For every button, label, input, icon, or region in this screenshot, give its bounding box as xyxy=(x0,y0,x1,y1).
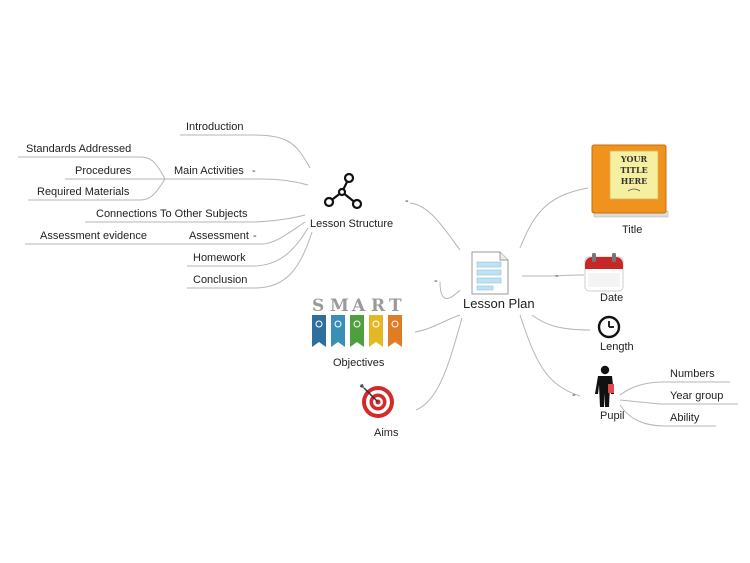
connector-connections xyxy=(85,214,306,223)
calendar-icon xyxy=(584,253,624,292)
pupil-label[interactable]: Pupil xyxy=(600,410,625,422)
connector-year-group xyxy=(619,399,738,405)
ability-label[interactable]: Ability xyxy=(670,412,700,424)
length-label[interactable]: Length xyxy=(600,341,634,353)
lesson-structure-collapse-toggle[interactable]: - xyxy=(405,195,409,207)
assessment-label[interactable]: Assessment xyxy=(189,230,249,242)
clock-icon xyxy=(597,315,621,339)
smart-ribbons-icon: S M A R T xyxy=(312,296,402,347)
smart-letter-s: S xyxy=(312,296,324,316)
connector-date xyxy=(547,274,585,277)
center-collapse-toggle[interactable]: - xyxy=(434,275,438,287)
numbers-label[interactable]: Numbers xyxy=(670,368,715,380)
connector-required-materials xyxy=(28,178,166,201)
connections-label[interactable]: Connections To Other Subjects xyxy=(96,208,248,220)
ribbon-t xyxy=(388,315,402,347)
required-materials-label[interactable]: Required Materials xyxy=(37,186,130,198)
conclusion-label[interactable]: Conclusion xyxy=(193,274,248,286)
smart-letter-a: A xyxy=(351,296,366,316)
book-text-line-2: TITLE xyxy=(620,165,647,175)
smart-letter-t: T xyxy=(389,296,402,316)
connector-lines xyxy=(18,134,738,427)
dartboard-target-icon xyxy=(360,384,394,418)
person-icon xyxy=(595,365,614,407)
assessment-evidence-label[interactable]: Assessment evidence xyxy=(40,230,147,242)
aims-label[interactable]: Aims xyxy=(374,427,399,439)
assessment-collapse-toggle[interactable]: - xyxy=(253,230,257,242)
main-activities-label[interactable]: Main Activities xyxy=(174,165,244,177)
connector-assessment xyxy=(185,221,306,245)
connector-pupil xyxy=(519,314,581,397)
connector-main-activities xyxy=(165,178,309,186)
ribbon-r xyxy=(369,315,383,347)
connector-objectives xyxy=(414,314,461,333)
connector-homework xyxy=(187,227,309,267)
book-icon: YOUR TITLE HERE xyxy=(591,144,669,218)
connector-introduction xyxy=(180,134,311,169)
book-text-line-3: HERE xyxy=(621,176,647,186)
connector-numbers xyxy=(619,381,730,396)
standards-addressed-label[interactable]: Standards Addressed xyxy=(26,143,132,155)
homework-label[interactable]: Homework xyxy=(193,252,246,264)
ribbon-a xyxy=(350,315,364,347)
objectives-label[interactable]: Objectives xyxy=(333,357,385,369)
connector-ability xyxy=(619,404,716,427)
smart-letter-m: M xyxy=(330,296,349,316)
introduction-label[interactable]: Introduction xyxy=(186,121,244,133)
center-node-label[interactable]: Lesson Plan xyxy=(463,296,535,311)
date-label[interactable]: Date xyxy=(600,292,624,304)
title-label[interactable]: Title xyxy=(622,224,643,236)
pupil-collapse-toggle[interactable]: - xyxy=(572,389,576,401)
connector-aims xyxy=(415,317,463,411)
connector-objectives-marker xyxy=(439,281,461,299)
lesson-structure-label[interactable]: Lesson Structure xyxy=(310,218,394,230)
ribbon-s xyxy=(312,315,326,347)
connector-conclusion xyxy=(187,231,313,289)
year-group-label[interactable]: Year group xyxy=(670,390,724,402)
main-activities-collapse-toggle[interactable]: - xyxy=(252,165,256,177)
book-text-line-1: YOUR xyxy=(620,154,648,164)
document-icon xyxy=(471,251,509,295)
date-collapse-toggle[interactable]: - xyxy=(555,270,559,282)
ribbon-m xyxy=(331,315,345,347)
connector-title xyxy=(519,187,589,249)
smart-letter-r: R xyxy=(371,296,386,316)
procedures-label[interactable]: Procedures xyxy=(75,165,132,177)
connector-lesson-structure xyxy=(409,202,461,251)
connector-length xyxy=(531,314,591,331)
network-icon xyxy=(323,172,363,210)
connector-standards xyxy=(18,156,166,180)
